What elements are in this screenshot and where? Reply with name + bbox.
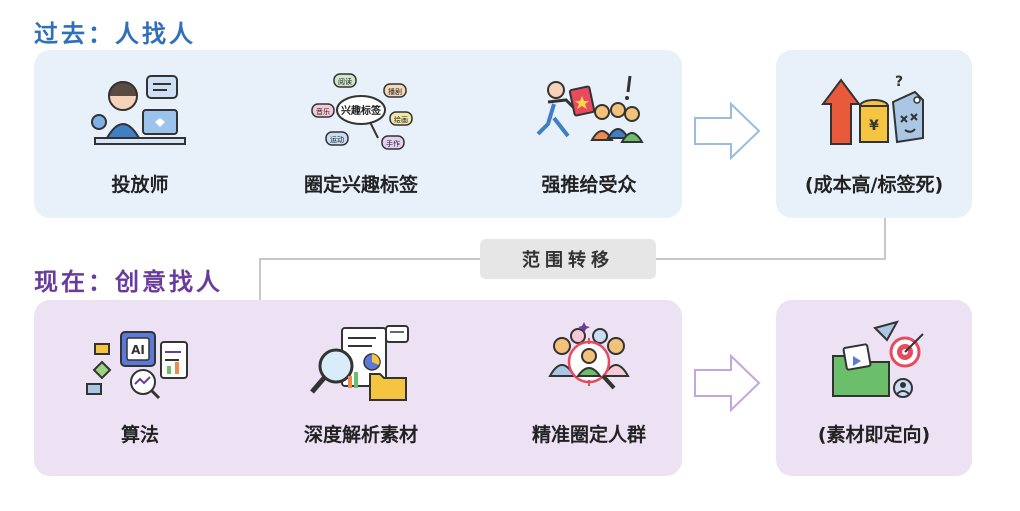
now-result: (素材即定向) [789,316,959,447]
past-step-interest-tags-label: 圈定兴趣标签 [303,174,418,196]
algorithm-icon: AI [86,331,188,400]
scope-shift-badge: 范围转移 [480,239,656,279]
svg-text:?: ? [895,74,903,90]
interest-tags-center: 兴趣标签 [341,104,382,117]
past-step-operator: 投放师 [55,66,225,197]
svg-text:¥: ¥ [869,118,879,134]
interest-tag-2: 播剧 [388,87,402,96]
now-step-analyze-label: 深度解析素材 [303,424,418,446]
rising-cost-icon: ¥ ? [821,74,924,145]
material-targeting-icon [832,320,924,398]
now-step-target-crowd-label: 精准圈定人群 [531,424,646,446]
ai-chip-text: AI [131,343,145,357]
now-arrow-icon [694,353,761,413]
now-step-target-crowd: 精准圈定人群 [504,316,674,447]
interest-tag-3: 音乐 [316,107,330,116]
past-result-label: (成本高/标签死) [804,174,944,196]
interest-tag-1: 阅读 [338,77,352,86]
past-result: ¥ ? (成本高/标签死) [789,66,959,197]
interest-tags-icon: 兴趣标签 阅读 播剧 音乐 绘画 运动 手作 [311,73,413,150]
now-step-algorithm: AI 算法 [55,316,225,447]
now-result-label: (素材即定向) [817,424,931,446]
past-process-panel [34,50,682,218]
target-crowd-icon [548,322,630,390]
interest-tag-6: 手作 [386,139,400,148]
now-step-algorithm-label: 算法 [120,424,159,446]
interest-tag-4: 绘画 [394,115,408,124]
past-arrow-icon [694,101,761,161]
now-title: 现在：创意找人 [34,268,223,296]
interest-tag-5: 运动 [330,135,344,144]
past-step-interest-tags: 兴趣标签 阅读 播剧 音乐 绘画 运动 手作 圈定兴趣标签 [276,66,446,197]
past-step-push: 强推给受众 [504,66,674,197]
past-step-push-label: 强推给受众 [541,174,637,196]
past-title: 过去：人找人 [34,20,196,48]
now-step-analyze: 深度解析素材 [276,316,446,447]
analyze-material-icon [310,325,409,401]
operator-icon [91,75,186,145]
past-step-operator-label: 投放师 [111,174,169,196]
push-to-crowd-icon [536,75,644,143]
